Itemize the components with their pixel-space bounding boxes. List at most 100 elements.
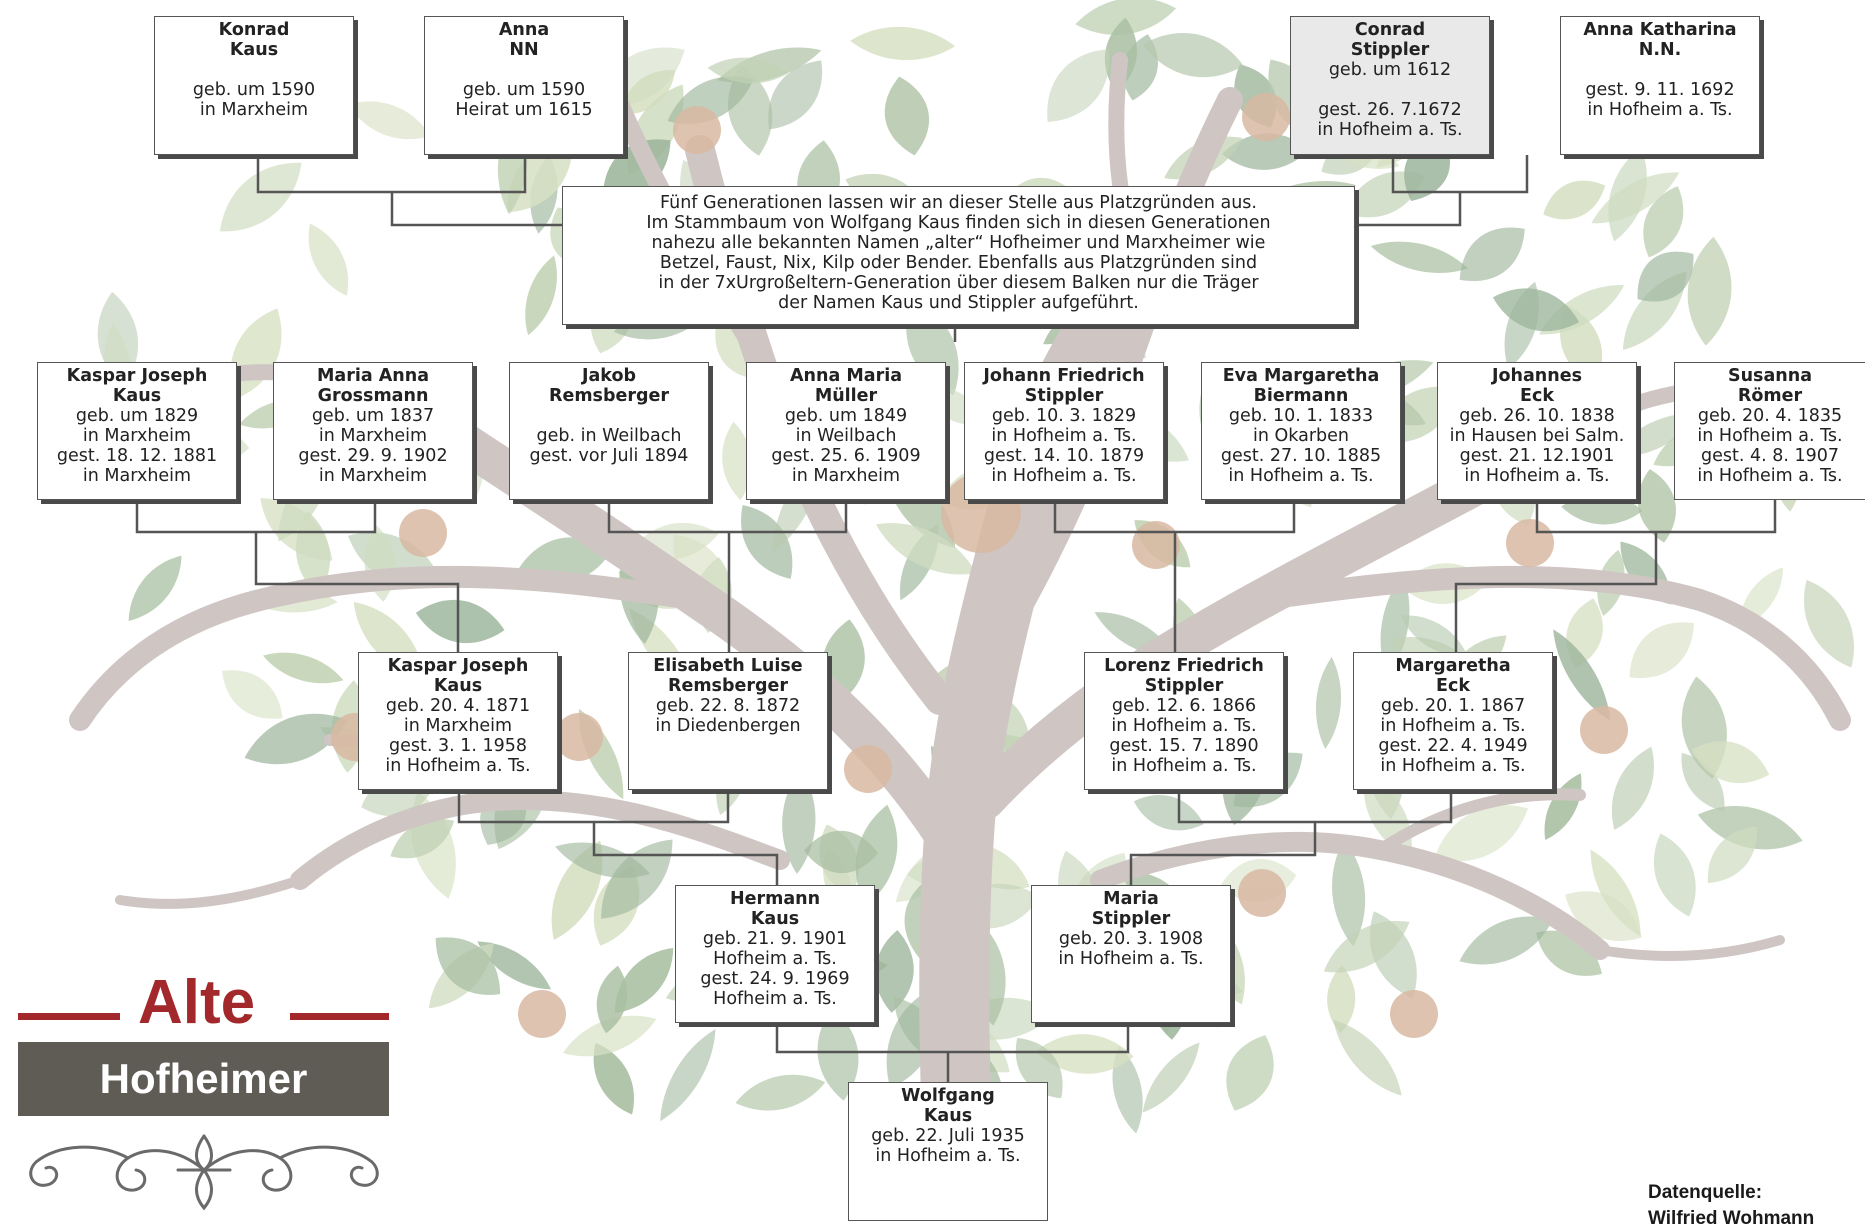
person-detail: in Hofheim a. Ts. <box>1111 756 1257 776</box>
person-name: Wolfgang <box>901 1086 995 1106</box>
person-detail: gest. 25. 6. 1909 <box>771 446 921 466</box>
leaf <box>1565 891 1642 941</box>
leaf <box>1112 1045 1143 1134</box>
note-line: Betzel, Faust, Nix, Kilp oder Bender. Eb… <box>659 253 1258 273</box>
person-detail: geb. 22. Juli 1935 <box>871 1126 1025 1146</box>
leaf <box>1681 752 1725 812</box>
person-detail: in Hofheim a. Ts. <box>1587 100 1733 120</box>
person-detail: in Hofheim a. Ts. <box>1697 426 1843 446</box>
person-card-wolfgang-kaus: Wolfgang Kaus geb. 22. Juli 1935 in Hofh… <box>848 1082 1048 1221</box>
person-detail: geb. um 1829 <box>75 406 199 426</box>
person-detail: in Hofheim a. Ts. <box>1697 466 1843 486</box>
person-card-elisabeth-luise-remsberger: Elisabeth Luise Remsberger geb. 22. 8. 1… <box>628 652 828 790</box>
person-detail: geb. 26. 10. 1838 <box>1459 406 1615 426</box>
person-detail: geb. um 1590 <box>192 80 316 100</box>
note-line: Im Stammbaum von Wolfgang Kaus finden si… <box>646 213 1271 233</box>
leaf <box>876 523 977 575</box>
person-card-anna-nn: Anna NN geb. um 1590 Heirat um 1615 <box>424 16 624 155</box>
person-detail: Hofheim a. Ts. <box>713 989 837 1009</box>
leaf <box>1591 172 1680 224</box>
person-detail: geb. 20. 3. 1908 <box>1058 929 1204 949</box>
person-surname: Stippler <box>1144 676 1224 696</box>
person-detail: geb. 20. 4. 1871 <box>385 696 531 716</box>
leaf <box>850 26 956 61</box>
person-detail: gest. 29. 9. 1902 <box>298 446 448 466</box>
leaf <box>1653 833 1696 917</box>
leaf <box>1434 805 1528 862</box>
data-source-name: Wilfried Wohmann <box>1648 1208 1815 1229</box>
person-detail: geb. 20. 4. 1835 <box>1697 406 1843 426</box>
person-name: Hermann <box>729 889 821 909</box>
leaf <box>435 937 501 995</box>
leaf <box>768 60 823 130</box>
person-detail: in Hofheim a. Ts. <box>1058 949 1204 969</box>
person-detail: in Marxheim <box>403 716 513 736</box>
banner-rule-right <box>290 1013 389 1020</box>
person-card-maria-stippler: Maria Stippler geb. 20. 3. 1908 in Hofhe… <box>1031 885 1231 1023</box>
leaf <box>244 713 348 765</box>
person-detail: gest. 9. 11. 1692 <box>1585 80 1735 100</box>
leaf <box>1133 795 1204 831</box>
banner-title: Alte <box>138 968 256 1037</box>
person-detail: gest. 26. 7.1672 <box>1318 100 1462 120</box>
person-detail: gest. 21. 12.1901 <box>1459 446 1615 466</box>
person-card-johann-friedrich-stippler: Johann Friedrich Stippler geb. 10. 3. 18… <box>964 362 1164 500</box>
banner-subtitle: Hofheimer <box>18 1042 389 1116</box>
person-card-maria-anna-grossmann: Maria Anna Grossmann geb. um 1837 in Mar… <box>273 362 473 500</box>
person-detail: geb. um 1837 <box>311 406 435 426</box>
person-detail: Heirat um 1615 <box>455 100 593 120</box>
leaf <box>1142 33 1244 78</box>
person-card-jakob-remsberger: Jakob Remsberger geb. in Weilbach gest. … <box>509 362 709 500</box>
person-detail: gest. 14. 10. 1879 <box>983 446 1145 466</box>
leaf <box>1543 180 1606 220</box>
note-line: der Namen Kaus und Stippler aufgeführt. <box>778 293 1139 313</box>
person-card-susanna-roemer: Susanna Römer geb. 20. 4. 1835 in Hofhei… <box>1674 362 1865 500</box>
person-name: Maria <box>1103 889 1159 909</box>
person-detail: gest. 22. 4. 1949 <box>1378 736 1528 756</box>
person-detail: geb. 22. 8. 1872 <box>655 696 801 716</box>
person-detail: in Hofheim a. Ts. <box>1111 716 1257 736</box>
person-detail: geb. 12. 6. 1866 <box>1111 696 1257 716</box>
note-line: Fünf Generationen lassen wir an dieser S… <box>660 193 1257 213</box>
leaf <box>415 599 505 644</box>
leaf <box>707 57 789 84</box>
person-surname: Stippler <box>1024 386 1104 406</box>
leaf <box>128 555 182 621</box>
leaf <box>1804 579 1854 668</box>
person-card-johannes-eck: Johannes Eck geb. 26. 10. 1838 in Hausen… <box>1437 362 1637 500</box>
person-surname: Römer <box>1737 386 1803 406</box>
leaf <box>1643 186 1684 258</box>
leaf <box>1536 930 1602 976</box>
leaf <box>1590 849 1641 937</box>
person-surname: Kaus <box>750 909 800 929</box>
leaf <box>1315 656 1342 749</box>
person-name: Susanna <box>1727 366 1812 386</box>
person-detail: geb. 20. 1. 1867 <box>1380 696 1526 716</box>
person-surname: Müller <box>814 386 878 406</box>
person-detail: in Marxheim <box>318 466 428 486</box>
person-detail: in Diedenbergen <box>655 716 801 736</box>
leaf <box>477 941 552 990</box>
leaf <box>1492 288 1580 332</box>
leaf <box>660 1029 716 1122</box>
person-detail: in Hofheim a. Ts. <box>1464 466 1610 486</box>
note-line: nahezu alle bekannten Namen „alter“ Hofh… <box>651 233 1266 253</box>
leaf <box>1323 920 1410 973</box>
person-surname: Eck <box>1520 386 1554 406</box>
person-surname: Kaus <box>923 1106 973 1126</box>
omitted-generations-note: Fünf Generationen lassen wir an dieser S… <box>562 186 1355 325</box>
person-detail: geb. in Weilbach <box>536 426 682 446</box>
person-detail: geb. 21. 9. 1901 <box>702 929 848 949</box>
person-card-anna-maria-mueller: Anna Maria Müller geb. um 1849 in Weilba… <box>746 362 946 500</box>
person-detail: geb. um 1612 <box>1328 60 1452 80</box>
person-surname: Stippler <box>1350 40 1430 60</box>
person-detail: gest. 4. 8. 1907 <box>1700 446 1840 466</box>
leaf <box>1380 574 1410 676</box>
person-detail: in Hofheim a. Ts. <box>385 756 531 776</box>
person-name: Anna Katharina <box>1583 20 1737 40</box>
person-detail: in Hofheim a. Ts. <box>1317 120 1463 140</box>
person-detail: gest. 3. 1. 1958 <box>388 736 528 756</box>
leaf <box>804 830 879 874</box>
person-detail: in Marxheim <box>82 466 192 486</box>
